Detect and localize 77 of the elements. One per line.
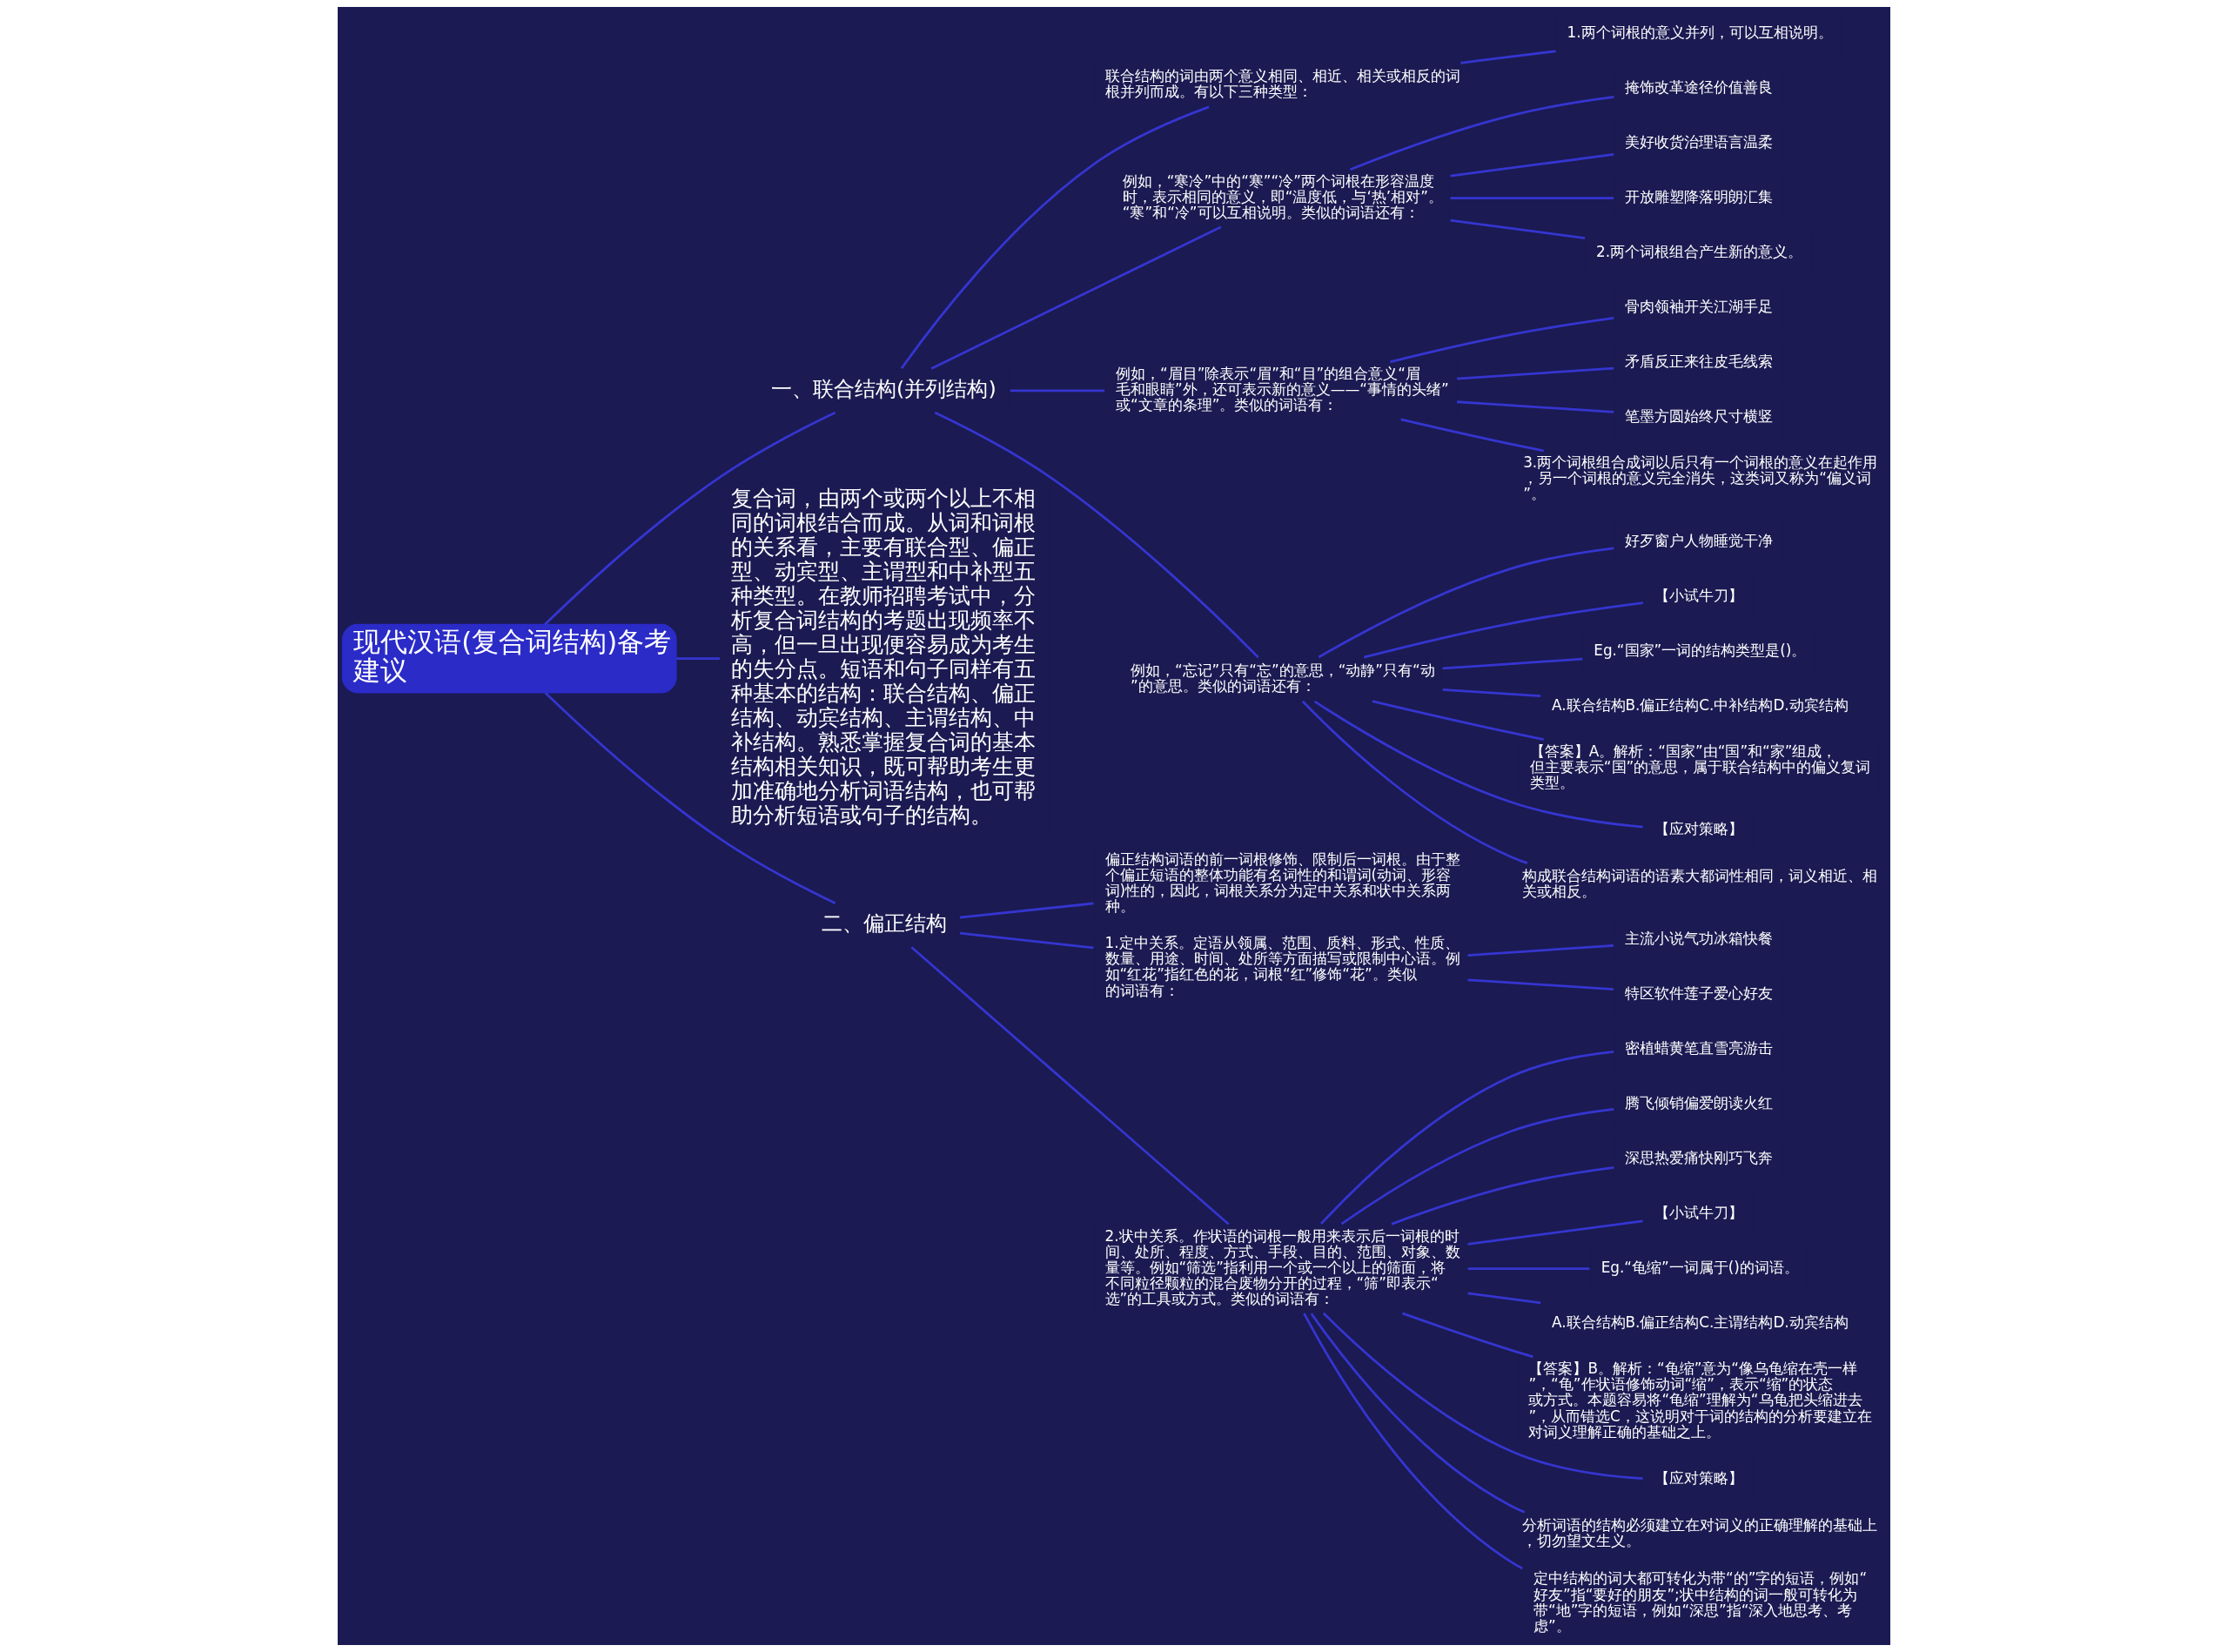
node-text: 【答案】A。解析：“国家”由“国”和“家”组成，但主要表示“国”的意思，属于联合结构中的偏义复词类型。 [1529,742,1871,792]
connector [1349,96,1614,171]
connector [1456,400,1614,413]
node-text: 密植蜡黄笔直雪亮游击 [1624,1039,1773,1058]
node-text: 【小试牛刀】 [1654,586,1743,604]
node-text: 例如，“眉目”除表示“眉”和“目”的组合意义“眉毛和眼睛”外，还可表示新的意义——“事情的头绪”或“文章的条理”。类似的词语有： [1116,364,1449,414]
node-text: 【应对策略】 [1654,1469,1743,1487]
node-text: 开放雕塑降落明朗汇集 [1624,188,1773,206]
node-text: 掩饰改革途径价值善良 [1624,78,1773,97]
node-text: 笔墨方圆始终尺寸横竖 [1624,406,1773,425]
node-text: 一、联合结构(并列结构) [771,376,997,401]
node-text: 好歹窗户人物睡觉干净 [1624,531,1773,549]
node-text: 定中结构的词大都可转化为带“的”字的短语，例如“好友”指“要好的朋友”;状中结构的词一般可转化为带“地”字的短语，例如“深思”指“深入地思考、考虑”。 [1533,1569,1868,1635]
connector [959,902,1094,919]
connector [544,691,836,904]
connector [1467,944,1614,957]
node-text: 3.两个词根组合成词以后只有一个词根的意义在起作用，另一个词根的意义完全消失，这类词又称为“偏义词”。 [1523,453,1878,503]
node-text: 二、偏正结构 [822,910,948,936]
connector [910,946,1230,1226]
connector [1450,153,1614,178]
node-text: 深思热爱痛快刚巧飞奔 [1624,1149,1773,1167]
connector [1400,418,1544,453]
node-text: 【小试牛刀】 [1654,1203,1743,1221]
connector [1313,700,1643,829]
node-text: 1.定中关系。定语从领属、范围、质料、形式、性质、数量、用途、时间、处所等方面描写或限制中心语。例如“红花”指红色的花，词根“红”修饰“花”。类似的词语有： [1104,934,1460,999]
connector [1391,1165,1614,1226]
connector [1467,1292,1541,1305]
connector [1442,688,1541,697]
node-text: 构成联合结构词语的语素大都词性相同，词义相近、相关或相反。 [1522,867,1878,901]
node-text: Eg.“国家”一词的结构类型是()。 [1594,641,1807,659]
connector [1467,978,1614,991]
node-box: 现代汉语(复合词结构)备考建议 [341,623,677,694]
connector [1310,1313,1526,1514]
connector [544,411,836,626]
connector [1450,197,1614,200]
connector [1322,1312,1643,1481]
connector [930,225,1222,370]
node-text: 复合词，由两个或两个以上不相同的词根结合而成。从词和词根的关系看，主要有联合型、偏正型、动宾型、主谓型和中补型五种类型。在教师招聘考试中，分析复合词结构的考题出现频率不高，但一旦出现便容易成为考生的失分点。短语和句子同样有五种基本的结构：联合结构、偏正结构、动宾结构、主谓结构、中补结构。熟悉掌握复合词的基本结构相关知识，既可帮助考生更加准确地分析词语结构，也可帮助分析短语或句子的结构。 [730,485,1036,828]
connector [1340,1108,1614,1226]
connector [1303,1313,1523,1570]
connector [1401,1312,1533,1359]
connector [1442,657,1583,670]
node-text: 矛盾反正来往皮毛线索 [1624,352,1773,370]
connector [1450,218,1586,240]
node-text: 【答案】B。解析：“龟缩”意为“像乌龟缩在壳一样”，“龟”作状语修饰动词“缩”，表示“缩”的状态或方式。本题容易将“龟缩”理解为“乌龟把头缩进去”，从而错选C，这说明对于词的结构的分析要建立在对词义理解正确的基础之上。 [1528,1360,1872,1440]
node-text: 2.状中关系。作状语的词根一般用来表示后一词根的时间、处所、程度、方式、手段、目的、范围、对象、数量等。例如“筛选”指利用一个或一个以上的筛面，将不同粒径颗粒的混合废物分开的过程，“筛”即表示“选”的工具或方式。类似的词语有： [1104,1226,1460,1308]
connector [1319,1050,1614,1226]
node-text: 主流小说气功冰箱快餐 [1624,930,1773,948]
node-text: A.联合结构B.偏正结构C.中补结构D.动宾结构 [1552,695,1849,714]
node-text: 骨肉领袖开关江湖手足 [1624,297,1773,315]
node-text: 例如，“忘记”只有“忘”的意思，“动静”只有“动”的意思。类似的词语还有： [1130,661,1435,695]
connector [1390,317,1614,364]
connector [1372,700,1544,741]
connector [1301,700,1528,864]
connector [1460,50,1556,64]
connector [1456,366,1614,380]
node-text: A.联合结构B.偏正结构C.主谓结构D.动宾结构 [1552,1313,1849,1331]
node-text: 2.两个词根组合产生新的意义。 [1596,243,1803,261]
node-text: 【应对策略】 [1654,820,1743,838]
node-text: 腾飞倾销偏爱朗读火红 [1624,1094,1773,1112]
connector [1467,1219,1643,1246]
connector [1010,389,1105,393]
node-text: 分析词语的结构必须建立在对词义的正确理解的基础上，切勿望文生义。 [1522,1515,1878,1550]
node-text: 偏正结构词语的前一词根修饰、限制后一词根。由于整个偏正短语的整体功能有名词性的和谓词(动词、形容词)性的，因此，词根关系分为定中关系和状中关系两种。 [1104,850,1460,916]
connector [1318,547,1614,659]
connector [900,105,1210,370]
connector [676,657,721,660]
node-text: 特区软件莲子爱心好友 [1624,984,1773,1003]
node-text: 1.两个词根的意义并列，可以互相说明。 [1567,24,1833,42]
connector [1467,1267,1590,1270]
node-text: 美好收货治理语言温柔 [1624,133,1773,151]
connector [1363,601,1644,659]
connector [934,411,1259,659]
node-text: 联合结构的词由两个意义相同、相近、相关或相反的词根并列而成。有以下三种类型： [1104,66,1460,101]
connector [959,931,1094,950]
node-text: 例如，“寒冷”中的“寒”“冷”两个词根在形容温度时，表示相同的意义，即“温度低，与‘热’相对”。“寒”和“冷”可以互相说明。类似的词语还有： [1122,171,1443,222]
node-text: Eg.“龟缩”一词属于()的词语。 [1601,1258,1799,1276]
